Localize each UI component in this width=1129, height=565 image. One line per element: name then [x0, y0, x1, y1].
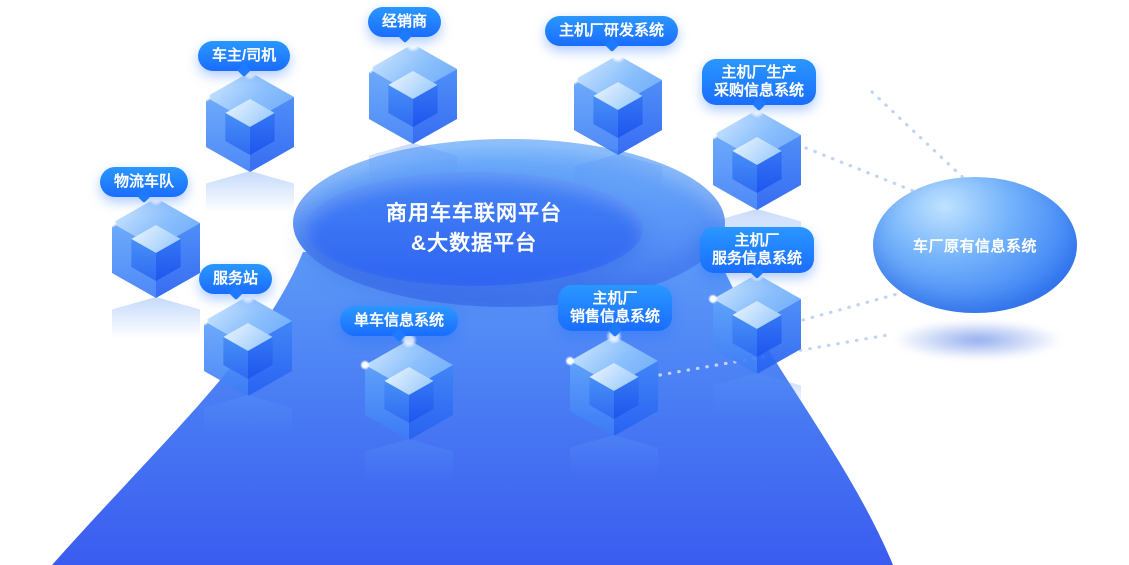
cube-reflection [574, 154, 662, 206]
legacy-system-shadow [893, 320, 1063, 360]
cube-glow-dot [708, 130, 718, 140]
legacy-system-label: 车厂原有信息系统 [912, 237, 1037, 255]
cube-oem-service-info [708, 266, 801, 425]
label-owner-driver: 车主/司机 [198, 41, 291, 71]
cube-reflection [570, 435, 658, 487]
cube-owner-driver [201, 64, 294, 223]
cube-reflection [365, 439, 453, 491]
platform-title-line2: &大数据平台 [410, 232, 538, 255]
cube-glow-dot [360, 360, 370, 370]
legacy-system-ellipse: 车厂原有信息系统 [873, 177, 1077, 313]
label-service-station: 服务站 [199, 264, 273, 294]
platform-core: 商用车车联网平台 &大数据平台 [305, 172, 643, 286]
label-oem-sales-info: 主机厂 销售信息系统 [558, 285, 673, 331]
cube-reflection [112, 297, 200, 349]
cube-dealer [364, 36, 457, 195]
cube-reflection [713, 373, 801, 425]
platform-title-line1: 商用车车联网平台 [386, 202, 562, 225]
cube-glow-dot [565, 356, 575, 366]
cube-reflection [206, 171, 294, 223]
cube-oem-production-procurement [708, 102, 801, 261]
label-logistics-fleet: 物流车队 [100, 167, 189, 197]
cube-glow-dot [199, 316, 209, 326]
cube-oem-sales-info [565, 328, 658, 487]
cube-glow-dot [201, 92, 211, 102]
cube-logistics-fleet [107, 190, 200, 349]
label-oem-production-procurement: 主机厂生产 采购信息系统 [702, 59, 817, 105]
cube-service-station [199, 288, 292, 447]
label-dealer: 经销商 [368, 7, 442, 37]
cube-glow-dot [569, 75, 579, 85]
cube-oem-rd-system [569, 47, 662, 206]
label-oem-rd-system: 主机厂研发系统 [545, 16, 679, 46]
label-oem-service-info: 主机厂 服务信息系统 [700, 227, 815, 273]
cube-glow-dot [107, 218, 117, 228]
cube-vehicle-info-system [360, 332, 453, 491]
cube-reflection [369, 143, 457, 195]
cube-glow-dot [610, 47, 626, 63]
cube-reflection [204, 395, 292, 447]
label-vehicle-info-system: 单车信息系统 [340, 306, 459, 336]
cube-glow-dot [708, 294, 718, 304]
cube-glow-dot [405, 36, 421, 52]
cube-glow-dot [364, 64, 374, 74]
